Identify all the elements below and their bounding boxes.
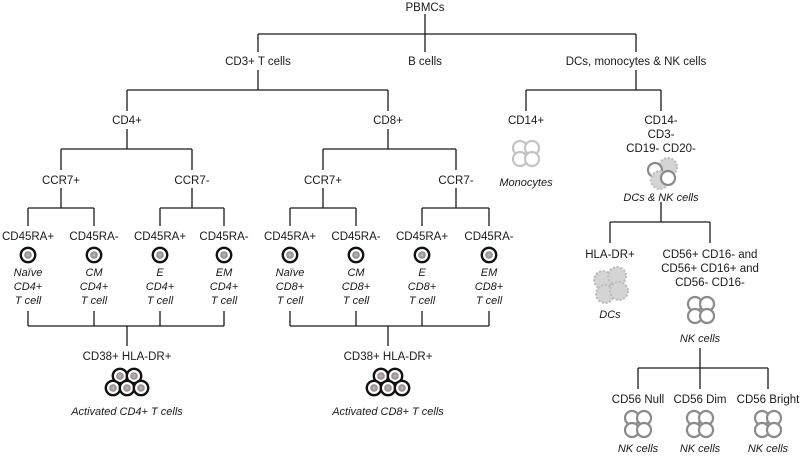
cd8-activated-label: Activated CD8+ T cells	[331, 406, 444, 418]
cd56-line-3: CD56- CD16-	[675, 277, 745, 289]
cd4-leaf-2-line-1: CM	[85, 267, 103, 279]
cd14-neg-line-1: CD14-	[644, 115, 677, 127]
cd8-leaf-2-line-1: CM	[347, 267, 365, 279]
root-label: PBMCs	[406, 2, 445, 14]
cd14-neg-line-2: CD3-	[648, 129, 675, 141]
cd8-leaf-2-line-3: T cell	[343, 295, 370, 307]
cd4-leaf-3-marker: CD45RA+	[134, 231, 186, 243]
cd4-leaf-1-line-1: Naïve	[14, 267, 43, 279]
dc-mono-nk-label: DCs, monocytes & NK cells	[566, 56, 707, 68]
cd56-null-label: CD56 Null	[612, 394, 664, 406]
cd8-leaf-4-line-3: T cell	[476, 295, 503, 307]
cd4-leaf-1-marker: CD45RA+	[2, 231, 54, 243]
nk-null-cluster-icon	[623, 409, 653, 439]
cd4-activated-cluster-icon	[104, 367, 150, 397]
t-cells-label: CD3+ T cells	[225, 56, 291, 68]
cd4-leaf-1-line-3: T cell	[15, 295, 42, 307]
dcs-nk-label: DCs & NK cells	[623, 192, 699, 204]
cd8-leaf-3-line-3: T cell	[409, 295, 436, 307]
tree-connectors	[27, 14, 769, 389]
cd8-e-cell-icon	[413, 246, 431, 264]
hla-dr-label: HLA-DR+	[585, 249, 635, 261]
monocytes-cluster-icon	[511, 139, 541, 168]
nk-dim-cluster-icon	[685, 409, 715, 439]
cd8-leaf-3-marker: CD45RA+	[396, 231, 448, 243]
cd8-activated-marker: CD38+ HLA-DR+	[344, 351, 433, 363]
nk-label: NK cells	[680, 333, 721, 345]
cd4-ccr7-pos-label: CCR7+	[42, 175, 80, 187]
myeloid-nk-branch: CD14+ Monocytes CD14- CD3- CD19- CD20- D…	[499, 115, 800, 455]
cd56-line-1: CD56+ CD16- and	[663, 249, 758, 261]
cd8-label: CD8+	[373, 115, 403, 127]
cd4-em-cell-icon	[215, 246, 233, 264]
cd4-activated-marker: CD38+ HLA-DR+	[83, 351, 172, 363]
monocytes-label: Monocytes	[499, 177, 553, 189]
cd4-branch: CD4+ CCR7+ CCR7- CD45RA+ CD45RA- CD45RA+…	[2, 115, 249, 418]
cd4-leaf-4-line-3: T cell	[211, 295, 238, 307]
cd8-em-cell-icon	[480, 246, 498, 264]
cd4-cm-cell-icon	[85, 246, 103, 264]
cd8-leaf-1-line-1: Naïve	[276, 267, 305, 279]
cd8-leaf-4-line-1: EM	[481, 267, 498, 279]
cd14-pos-label: CD14+	[508, 115, 544, 127]
cd4-leaf-4-marker: CD45RA-	[199, 231, 248, 243]
cd56-dim-label: CD56 Dim	[673, 394, 726, 406]
cd8-naive-cell-icon	[281, 246, 299, 264]
cd4-leaf-3-line-1: E	[156, 267, 164, 279]
cd4-leaf-4-line-1: EM	[216, 267, 233, 279]
cd56-bright-label: CD56 Bright	[737, 394, 800, 406]
cd8-leaf-4-marker: CD45RA-	[464, 231, 513, 243]
dcs-cluster-icon	[593, 266, 629, 304]
cd4-leaf-3-line-2: CD4+	[146, 281, 175, 293]
nk-null-label: NK cells	[618, 443, 659, 455]
cd8-leaf-4-line-2: CD8+	[475, 281, 504, 293]
nk-cluster-icon	[686, 295, 716, 325]
cd8-leaf-1-line-2: CD8+	[276, 281, 305, 293]
cd8-ccr7-pos-label: CCR7+	[304, 175, 342, 187]
cd8-leaf-3-line-1: E	[418, 267, 426, 279]
cd4-leaf-4-line-2: CD4+	[210, 281, 239, 293]
cd56-line-2: CD56+ CD16+ and	[661, 263, 759, 275]
cd4-activated-label: Activated CD4+ T cells	[70, 406, 183, 418]
cd4-leaf-2-line-3: T cell	[81, 295, 108, 307]
cd8-leaf-2-line-2: CD8+	[342, 281, 371, 293]
cd8-ccr7-neg-label: CCR7-	[438, 175, 473, 187]
nk-bright-label: NK cells	[748, 443, 789, 455]
nk-dim-label: NK cells	[680, 443, 721, 455]
cd8-leaf-1-marker: CD45RA+	[264, 231, 316, 243]
cd4-leaf-1-line-2: CD4+	[14, 281, 43, 293]
cd8-activated-cluster-icon	[365, 367, 411, 397]
dcs-label: DCs	[599, 309, 621, 321]
cd8-leaf-3-line-2: CD8+	[408, 281, 437, 293]
cd4-ccr7-neg-label: CCR7-	[174, 175, 209, 187]
cd4-naive-cell-icon	[19, 246, 37, 264]
cd4-leaf-2-line-2: CD4+	[80, 281, 109, 293]
cd8-branch: CD8+ CCR7+ CCR7- CD45RA+ CD45RA- CD45RA+…	[264, 115, 514, 418]
cd4-leaf-2-marker: CD45RA-	[69, 231, 118, 243]
b-cells-label: B cells	[408, 56, 442, 68]
cd8-leaf-2-marker: CD45RA-	[331, 231, 380, 243]
cd8-leaf-1-line-3: T cell	[277, 295, 304, 307]
nk-bright-cluster-icon	[753, 409, 783, 439]
cd14-neg-line-3: CD19- CD20-	[626, 143, 696, 155]
cd8-cm-cell-icon	[347, 246, 365, 264]
cd4-leaf-3-line-3: T cell	[147, 295, 174, 307]
cd4-e-cell-icon	[151, 246, 169, 264]
dcs-nk-cluster-icon	[646, 157, 678, 190]
cd4-label: CD4+	[112, 115, 142, 127]
